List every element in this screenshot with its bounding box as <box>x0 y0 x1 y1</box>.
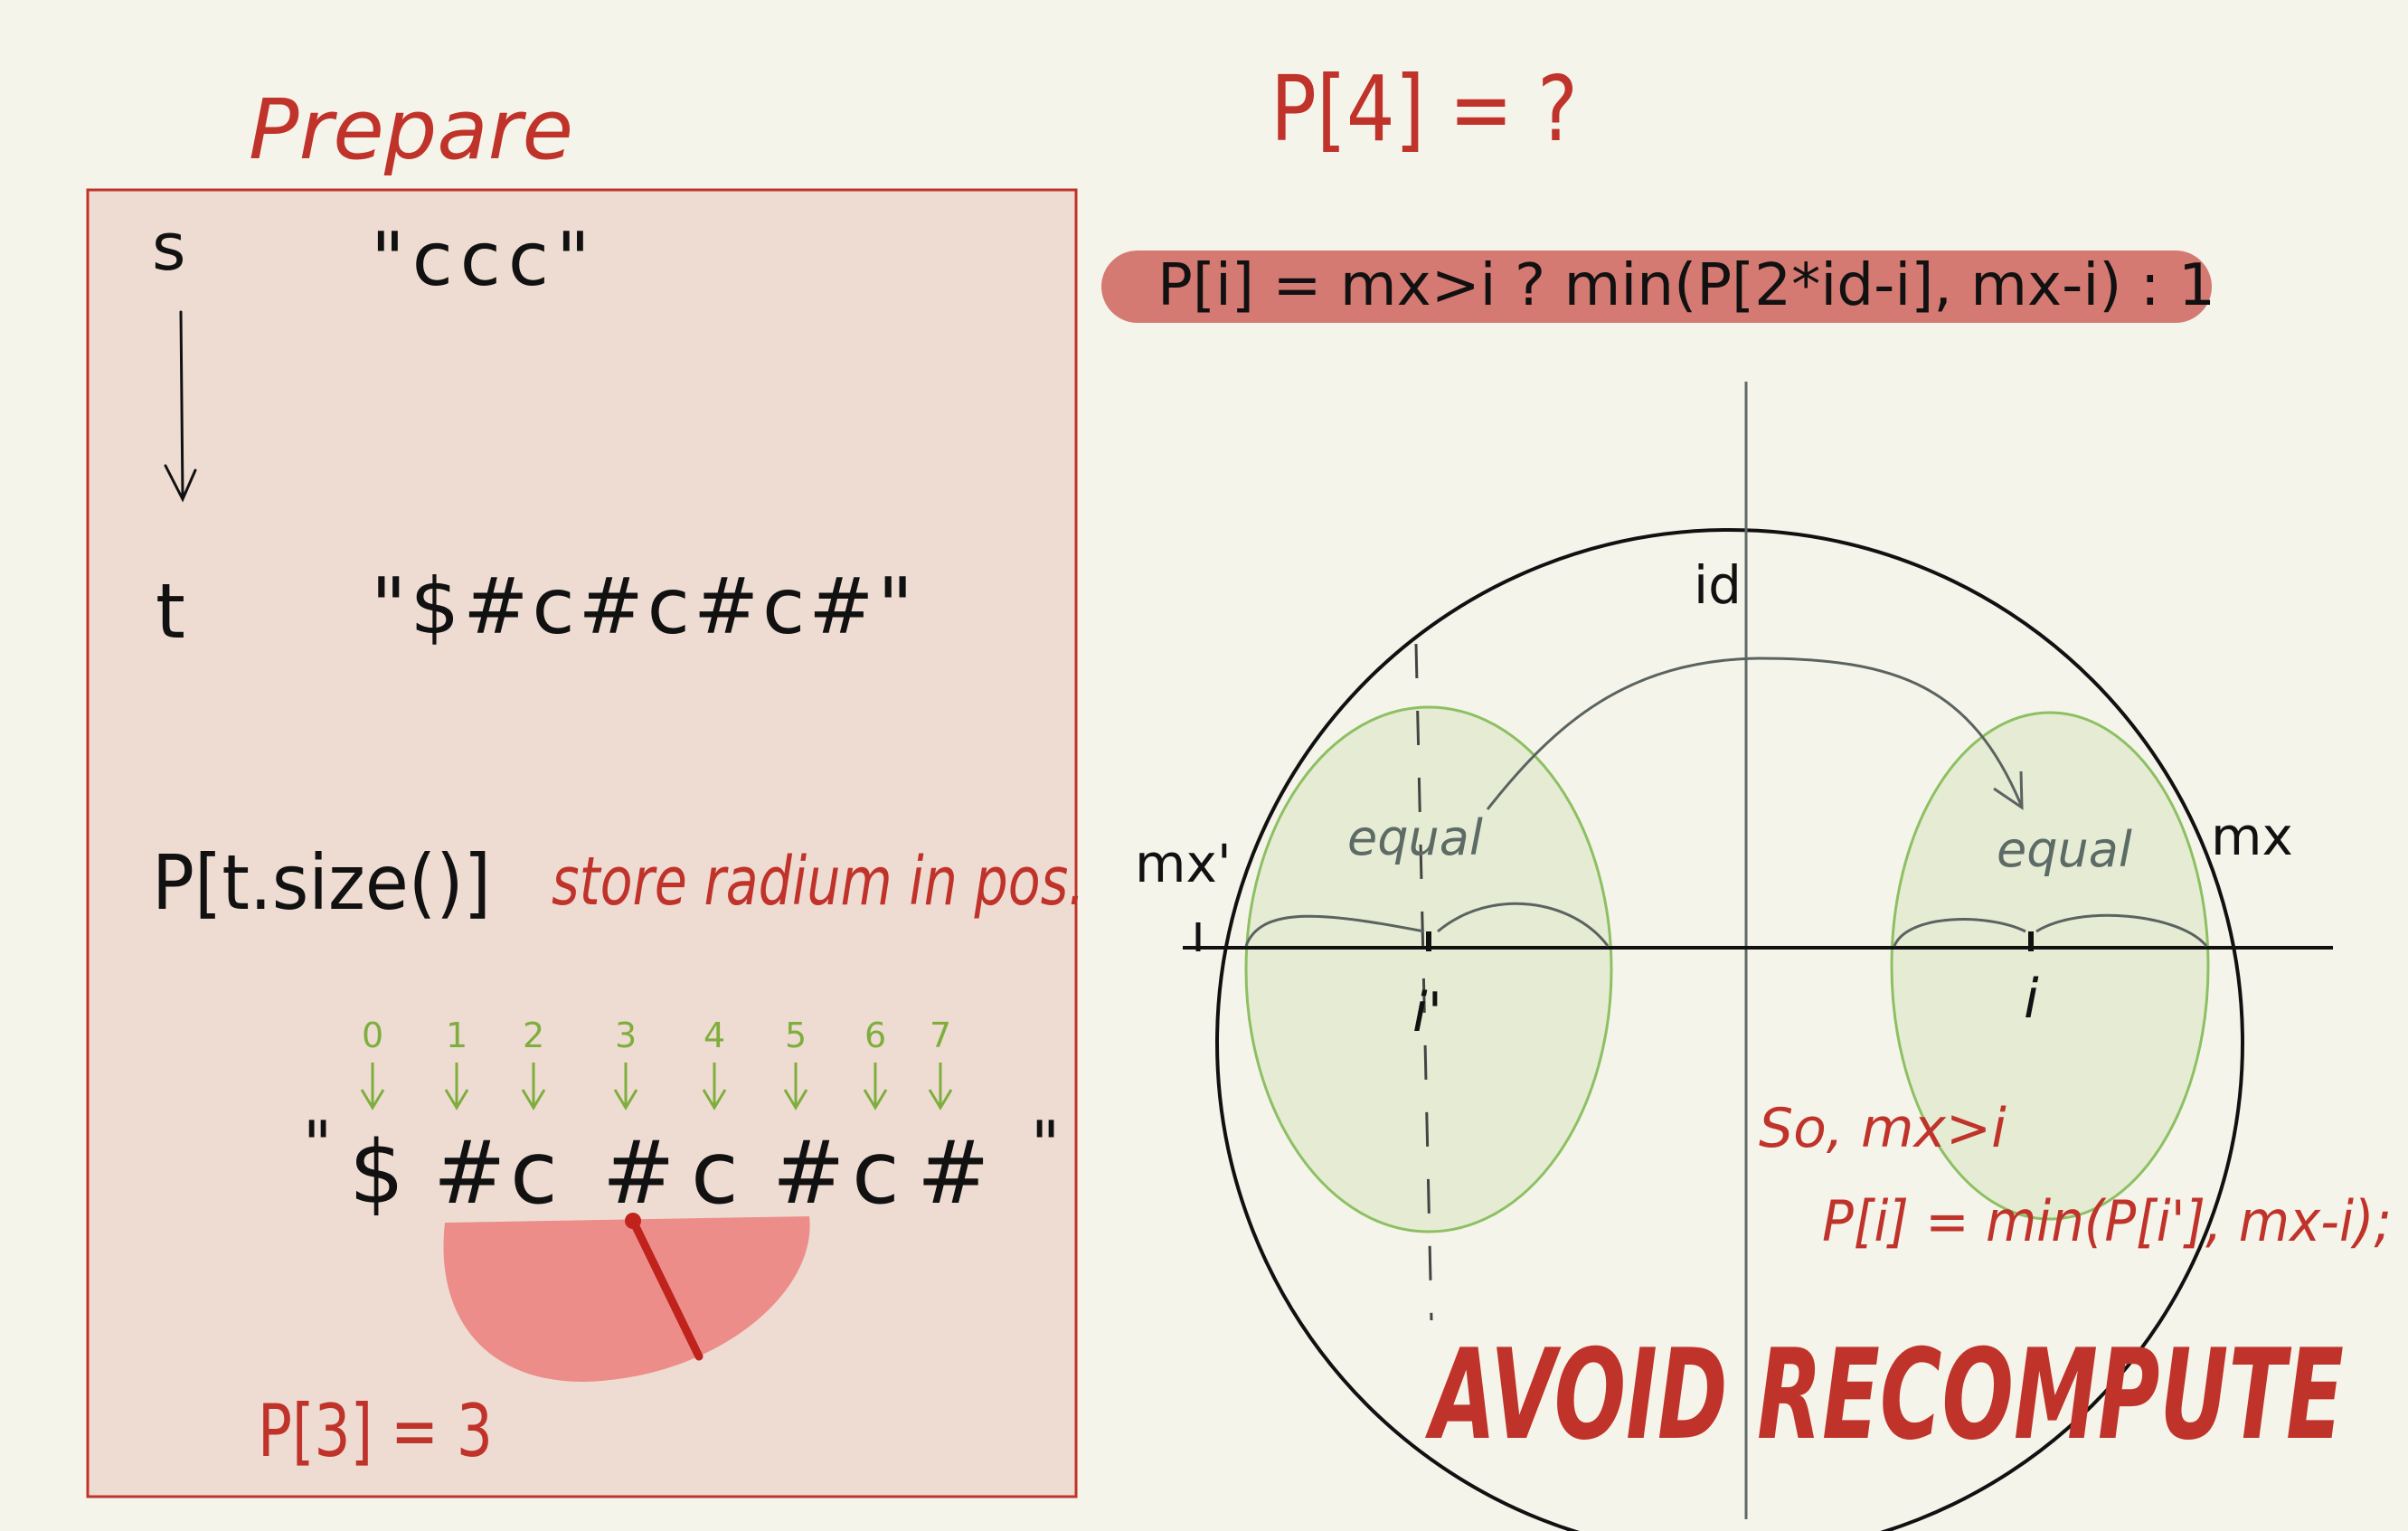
equal-left-label: equal <box>1347 809 1483 866</box>
s-label: s <box>152 209 186 285</box>
id-label: id <box>1694 554 1742 616</box>
t-string-char: # <box>433 1122 505 1224</box>
p-array-note: store radium in pos. <box>552 843 1085 921</box>
i-prime-label: i' <box>1412 981 1442 1044</box>
radius-fan <box>443 1216 810 1382</box>
mx-label: mx <box>2211 806 2293 867</box>
t-label: t <box>156 567 185 656</box>
t-string-char: # <box>917 1122 989 1224</box>
t-string-char: # <box>602 1122 675 1224</box>
right-radius-braces <box>1893 913 2208 947</box>
index-arrow-icon <box>702 1063 727 1110</box>
p3-result: P[3] = 3 <box>258 1389 493 1473</box>
mirror-arrow <box>1486 657 2023 810</box>
t-string-char: $ <box>349 1122 404 1224</box>
index-label: 3 <box>615 1016 637 1055</box>
index-label: 5 <box>785 1016 807 1055</box>
index-arrow-icon <box>928 1063 953 1110</box>
index-row: 0 1 2 3 4 5 6 7 <box>360 1016 953 1110</box>
t-string-char: " <box>303 1108 332 1182</box>
t-string-char: c <box>852 1122 900 1224</box>
t-string-chars: "$#c#c#c#" <box>303 1108 1060 1224</box>
index-label: 2 <box>523 1016 544 1055</box>
transform-arrow-icon <box>164 310 197 503</box>
mirror-circle-left <box>1244 705 1613 1233</box>
index-arrow-icon <box>863 1063 888 1110</box>
index-label: 0 <box>362 1016 383 1055</box>
index-arrow-icon <box>444 1063 469 1110</box>
index-arrow-icon <box>783 1063 808 1110</box>
mirror-circle-right <box>1890 711 2210 1221</box>
i-prime-dashed-line <box>1414 643 1433 1321</box>
index-label: 4 <box>704 1016 725 1055</box>
big-palindrome-circle <box>1215 528 2244 1531</box>
question: P[4] = ? <box>1270 56 1578 162</box>
formula-pill <box>1101 250 2212 323</box>
t-string-char: c <box>510 1122 558 1224</box>
t-string-char: # <box>772 1122 845 1224</box>
index-arrow-icon <box>613 1063 638 1110</box>
equal-right-label: equal <box>1997 821 2132 878</box>
t-string-char: c <box>691 1122 739 1224</box>
p-array-declaration: P[t.size()] <box>152 838 491 927</box>
formula: P[i] = mx>i ? min(P[2*id-i], mx-i) : 1 <box>1157 252 2215 319</box>
radius-line <box>628 1216 704 1361</box>
prepare-heading: Prepare <box>249 81 573 178</box>
index-arrow-icon <box>521 1063 546 1110</box>
i-label: i <box>2024 968 2039 1031</box>
mx-prime-label: mx' <box>1135 833 1232 894</box>
left-radius-braces <box>1244 902 1610 947</box>
conclusion-line-2: P[i] = min(P[i'], mx-i); <box>1822 1188 2392 1254</box>
t-value: "$#c#c#c#" <box>371 562 917 652</box>
index-arrow-icon <box>360 1063 385 1110</box>
conclusion-line-1: So, mx>i <box>1759 1097 2007 1160</box>
avoid-recompute-banner: AVOID RECOMPUTE <box>1425 1322 2344 1468</box>
index-label: 6 <box>864 1016 886 1055</box>
index-label: 1 <box>446 1016 467 1055</box>
t-string-char: " <box>1031 1108 1060 1182</box>
index-label: 7 <box>930 1016 951 1055</box>
s-value: "ccc" <box>371 217 598 303</box>
mirror-arrow-head-icon <box>1993 770 2024 810</box>
radius-center-dot <box>625 1213 641 1229</box>
